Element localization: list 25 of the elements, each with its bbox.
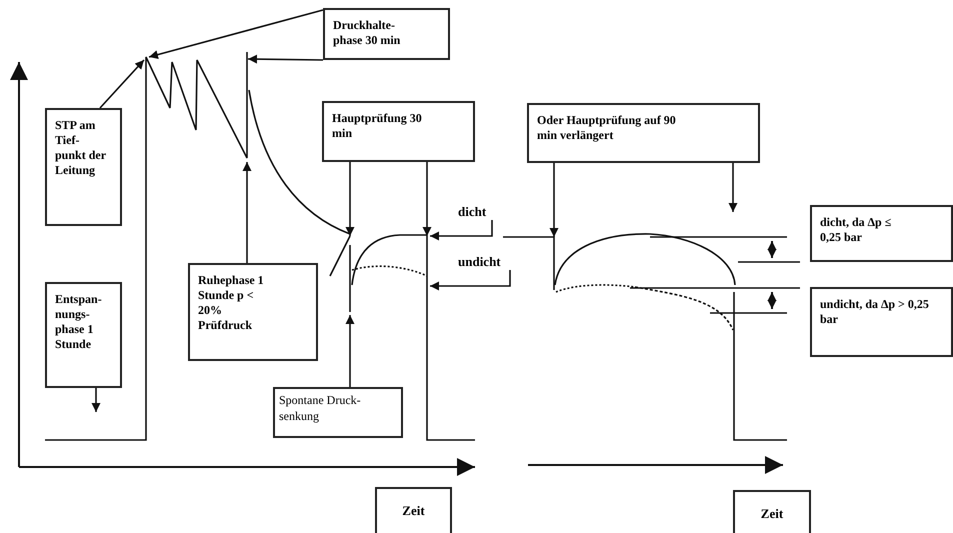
text-box: Druckhalte- phase 30 min [323,8,450,60]
curve-label: undicht [458,254,514,270]
arrow [346,162,354,236]
arrow [430,220,493,240]
arrow [728,163,738,212]
text-box: Ruhephase 1 Stunde p < 20% Prüfdruck [188,263,318,361]
arrow [430,270,511,290]
text-box: Zeit [375,487,452,533]
text-box: Zeit [733,490,811,533]
arrow [550,163,558,237]
arrow [346,315,354,387]
curve-label: dicht [458,204,496,220]
text-box: undicht, da ∆p > 0,25 bar [810,287,953,357]
arrow [422,162,432,236]
arrow [148,9,324,59]
text-box: STP am Tief- punkt der Leitung [45,108,122,226]
text-box: Entspan- nungs- phase 1 Stunde [45,282,122,388]
text-box: dicht, da ∆p ≤ 0,25 bar [810,205,953,262]
arrow [242,162,252,263]
text-box: Spontane Druck- senkung [273,387,403,438]
arrow [92,388,100,412]
text-box: Oder Hauptprüfung auf 90 min verlängert [527,103,760,163]
text-box: Hauptprüfung 30 min [322,101,475,162]
arrow [99,59,145,109]
arrow [248,54,324,64]
